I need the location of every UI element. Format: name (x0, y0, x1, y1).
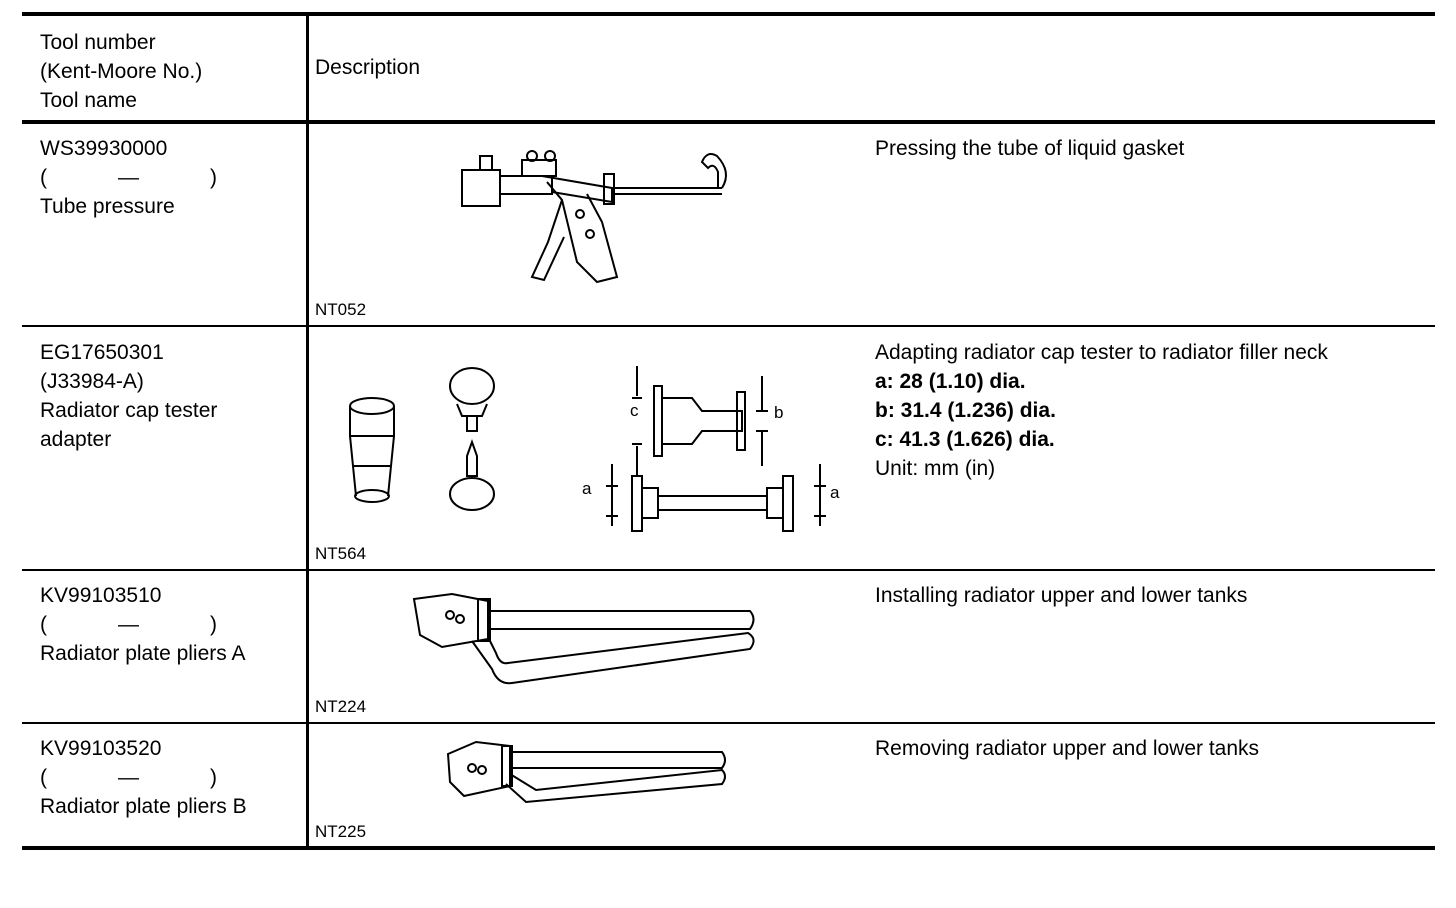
unit-note: Unit: mm (in) (875, 457, 996, 480)
description-cell: Installing radiator upper and lower tank… (875, 581, 1435, 610)
dimension-b: b: 31.4 (1.236) dia. (875, 399, 1056, 422)
row-divider (22, 325, 1435, 327)
dimension-c: c: 41.3 (1.626) dia. (875, 428, 1055, 451)
tool-number: KV99103520 (40, 737, 162, 760)
tool-cell: KV99103510 ( — ) Radiator plate pliers A (40, 581, 300, 668)
image-code: NT564 (315, 544, 367, 563)
description-text: Removing radiator upper and lower tanks (875, 737, 1260, 760)
kent-moore-number: ( — ) (40, 766, 217, 789)
table-bottom-rule (22, 846, 1435, 850)
tool-number: EG17650301 (40, 341, 164, 364)
column-divider (306, 12, 309, 850)
tool-cell: KV99103520 ( — ) Radiator plate pliers B (40, 734, 300, 821)
header-tool-name: Tool name (40, 89, 137, 112)
pliers-icon (446, 740, 726, 804)
tool-cell: WS39930000 ( — ) Tube pressure (40, 134, 300, 221)
dimension-label-a: a (830, 483, 840, 502)
tool-name: Tube pressure (40, 195, 175, 218)
dimension-a: a: 28 (1.10) dia. (875, 370, 1026, 393)
tool-number: WS39930000 (40, 137, 168, 160)
kent-moore-number: ( — ) (40, 166, 217, 189)
table-row: KV99103510 ( — ) Radiator plate pliers A… (22, 581, 1435, 721)
dimension-label-a: a (582, 479, 592, 498)
image-code: NT052 (315, 300, 367, 319)
header-bottom-rule (22, 120, 1435, 124)
pliers-icon (412, 592, 755, 685)
tool-name: Radiator plate pliers B (40, 795, 247, 818)
table-top-rule (22, 12, 1435, 16)
tool-name: Radiator plate pliers A (40, 642, 246, 665)
row-divider (22, 722, 1435, 724)
header-tool-number: Tool number (40, 31, 156, 54)
dimension-label-c: c (630, 401, 639, 420)
description-text: Adapting radiator cap tester to radiator… (875, 341, 1328, 364)
description-cell: Adapting radiator cap tester to radiator… (875, 338, 1435, 483)
description-cell: Removing radiator upper and lower tanks (875, 734, 1435, 763)
row-divider (22, 569, 1435, 571)
description-text: Pressing the tube of liquid gasket (875, 137, 1185, 160)
tool-name: adapter (40, 428, 112, 451)
caulking-gun-icon (461, 150, 727, 284)
description-cell: Pressing the tube of liquid gasket (875, 134, 1435, 163)
table-row: WS39930000 ( — ) Tube pressure (22, 134, 1435, 324)
cap-tester-adapter-icon: c b a a (349, 366, 840, 532)
table-row: EG17650301 (J33984-A) Radiator cap teste… (22, 338, 1435, 568)
tool-cell: EG17650301 (J33984-A) Radiator cap teste… (40, 338, 300, 454)
header-tool-column: Tool number (Kent-Moore No.) Tool name (40, 28, 202, 115)
description-text: Installing radiator upper and lower tank… (875, 584, 1248, 607)
header-kent-moore: (Kent-Moore No.) (40, 60, 203, 83)
table-row: KV99103520 ( — ) Radiator plate pliers B… (22, 734, 1435, 846)
header-description: Description (315, 56, 421, 79)
image-code: NT224 (315, 697, 367, 716)
tool-name: Radiator cap tester (40, 399, 218, 422)
dimension-label-b: b (774, 403, 783, 422)
tool-number: KV99103510 (40, 584, 162, 607)
image-code: NT225 (315, 822, 367, 841)
kent-moore-number: (J33984-A) (40, 370, 144, 393)
kent-moore-number: ( — ) (40, 613, 217, 636)
